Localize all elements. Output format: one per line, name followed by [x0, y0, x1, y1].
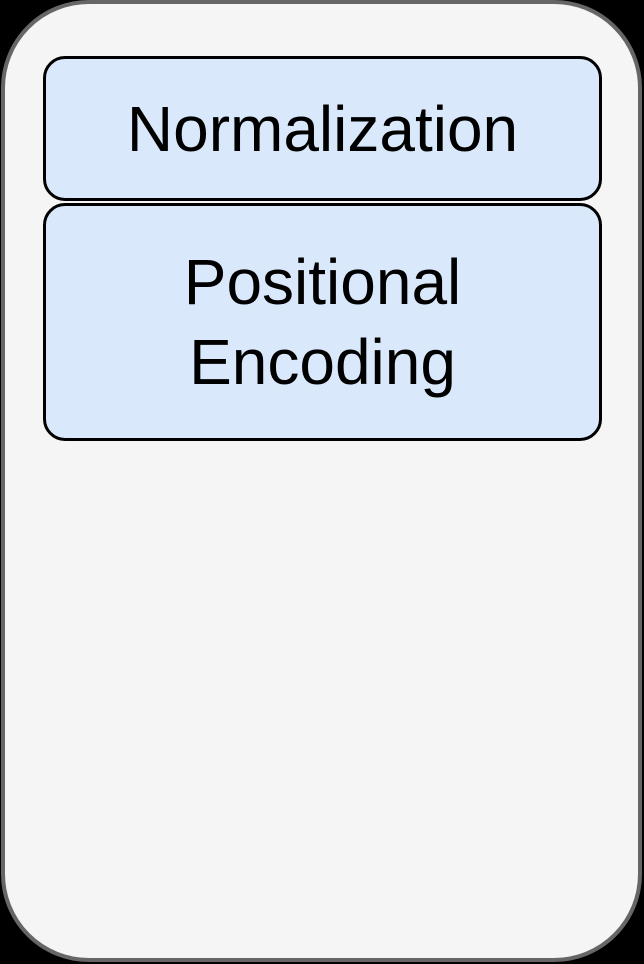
node-normalization: Normalization: [43, 56, 602, 201]
node-positional-encoding: Positional Encoding: [43, 203, 602, 441]
node-normalization-label: Normalization: [126, 92, 519, 165]
node-positional-encoding-label: Positional Encoding: [183, 246, 462, 398]
